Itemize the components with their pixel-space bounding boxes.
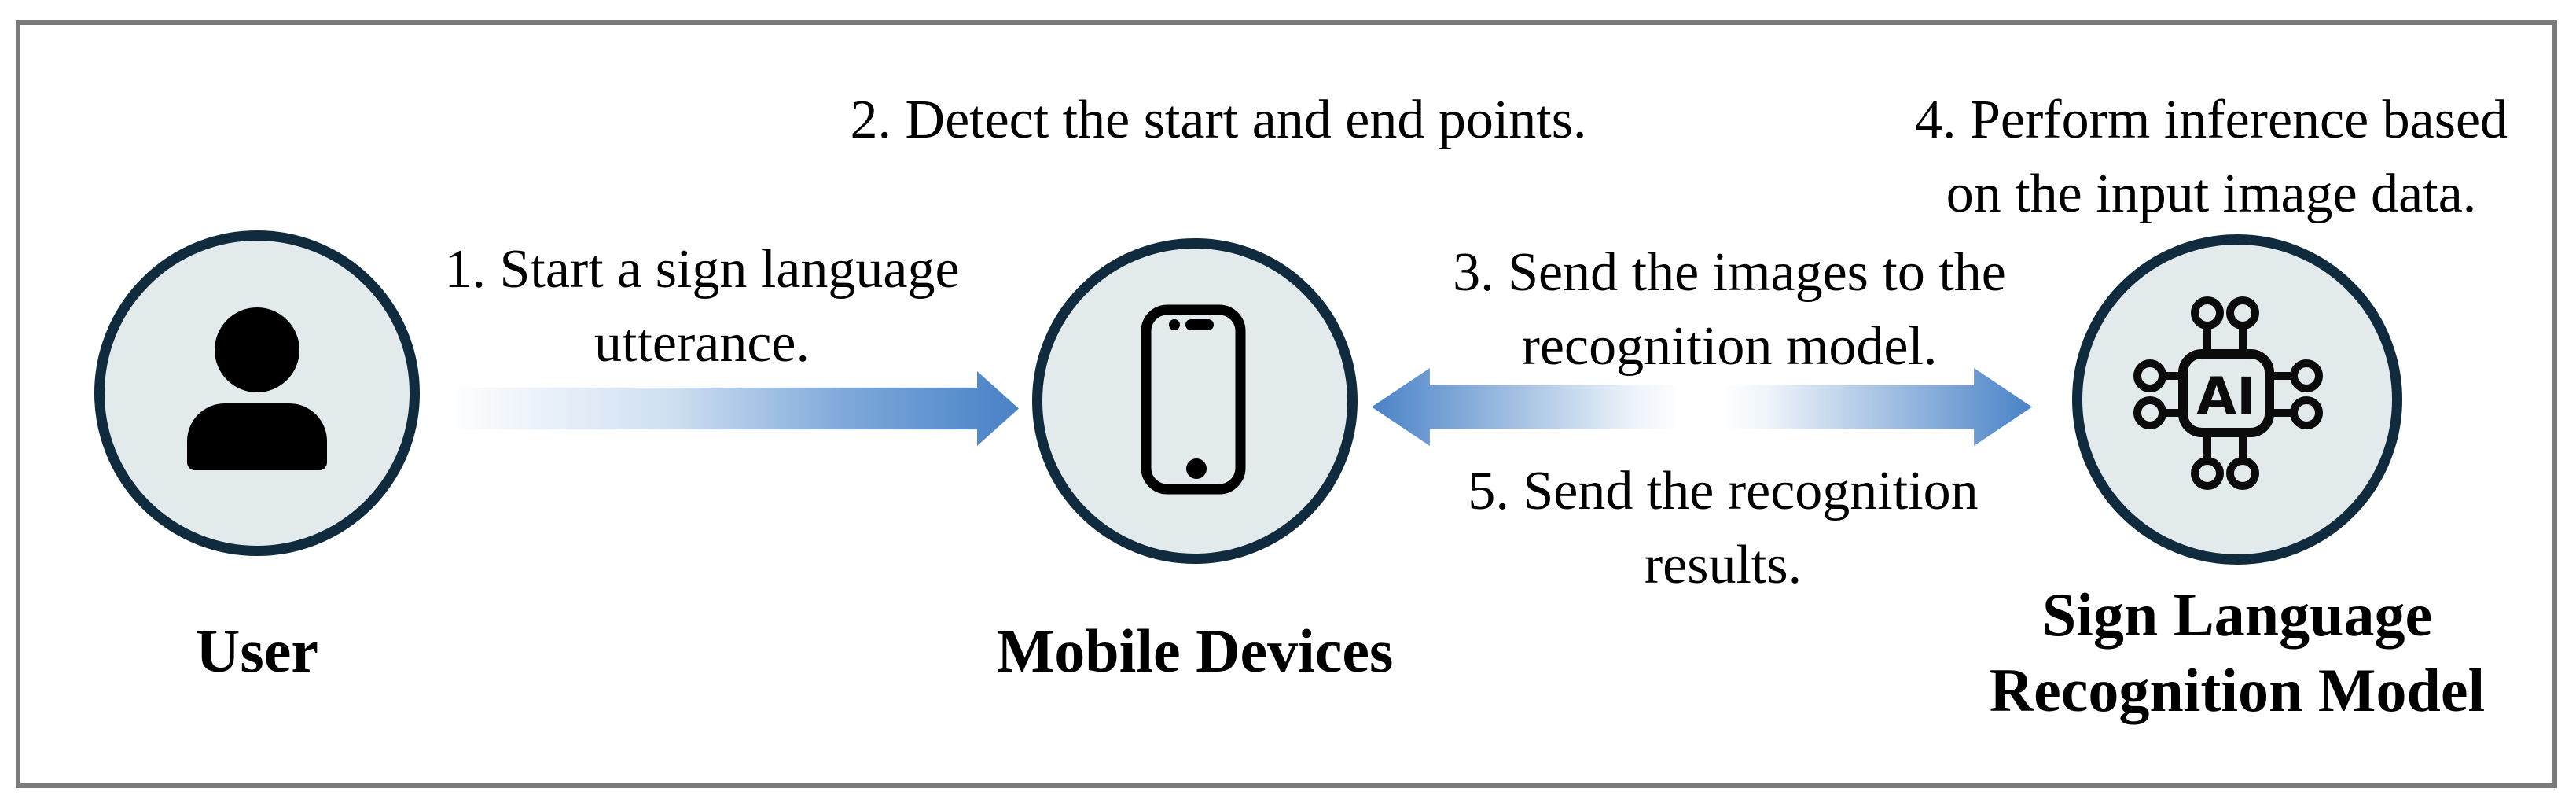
step-1-line-2: utterance. <box>594 313 810 374</box>
step-4-line-2: on the input image data. <box>1946 164 2477 224</box>
user-circle <box>94 230 420 556</box>
mobile-devices-label: Mobile Devices <box>996 617 1394 685</box>
person-head-icon <box>215 307 299 392</box>
step-3-text: 3. Send the images to the recognition mo… <box>1453 236 2006 384</box>
step-5-line-2: results. <box>1644 535 1802 595</box>
step-1-line-1: 1. Start a sign language <box>444 239 960 300</box>
step-4-text: 4. Perform inference based on the input … <box>1915 83 2508 231</box>
recognition-model-label-line-1: Sign Language <box>2041 580 2433 649</box>
step-4-line-1: 4. Perform inference based <box>1914 90 2508 150</box>
step-3-line-1: 3. Send the images to the <box>1453 242 2006 303</box>
step-5-text: 5. Send the recognition results. <box>1468 455 1978 602</box>
recognition-model-label: Sign Language Recognition Model <box>1990 577 2485 728</box>
smartphone-icon <box>1141 304 1246 495</box>
step-2-line-1: 2. Detect the start and end points. <box>850 90 1587 150</box>
ai-chip-text: AI <box>2196 366 2256 427</box>
recognition-model-label-line-2: Recognition Model <box>1989 656 2486 724</box>
step-3-line-2: recognition model. <box>1521 316 1938 377</box>
ai-chip-icon: AI <box>2133 296 2323 490</box>
person-shoulders-icon <box>187 403 327 470</box>
step-1-text: 1. Start a sign language utterance. <box>444 233 959 381</box>
step-5-line-1: 5. Send the recognition <box>1468 461 1979 521</box>
user-label: User <box>196 617 318 685</box>
step-2-text: 2. Detect the start and end points. <box>851 83 1587 157</box>
